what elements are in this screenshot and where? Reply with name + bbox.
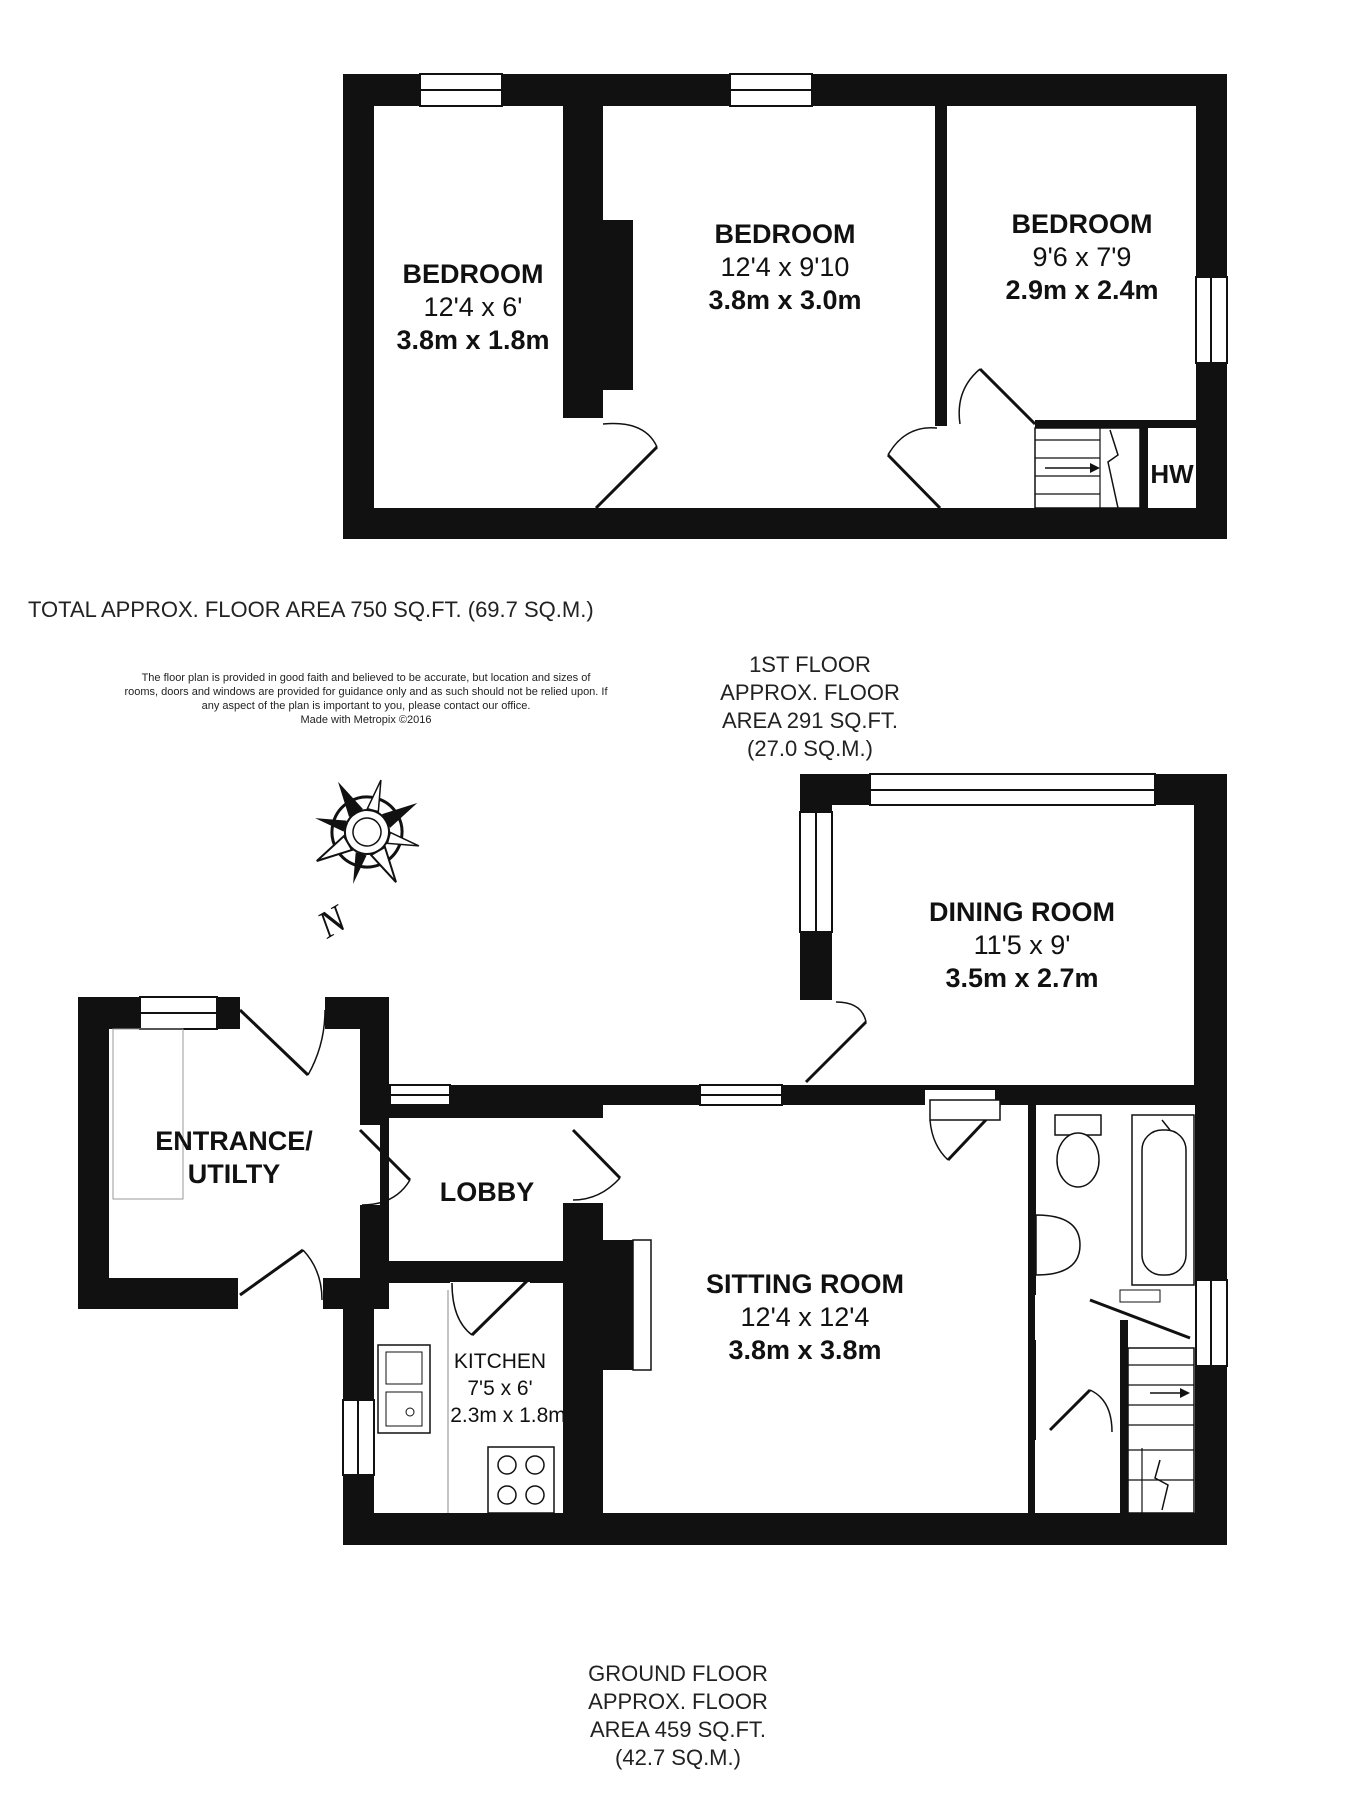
caption-line: AREA 459 SQ.FT. [590, 1717, 766, 1742]
caption-line: APPROX. FLOOR [720, 680, 900, 705]
lobby-interior [360, 1118, 603, 1261]
ground-floor-plan: DINING ROOM 11'5 x 9' 3.5m x 2.7m SITTIN… [78, 773, 1228, 1545]
lobby-label: LOBBY [440, 1177, 535, 1207]
hot-water-cupboard [1148, 428, 1196, 508]
room-size-metric: 2.3m x 1.8m [450, 1404, 566, 1427]
compass-north-label: N [310, 896, 356, 947]
bath-icon [1131, 1114, 1195, 1286]
room-name: KITCHEN [454, 1350, 546, 1373]
door-opening [800, 1000, 832, 1090]
sitting-room-interior [603, 1105, 1028, 1513]
chimney-breast [603, 1240, 633, 1370]
room-size-imperial: 7'5 x 6' [467, 1377, 532, 1400]
disclaimer-line: rooms, doors and windows are provided fo… [124, 686, 608, 698]
utility-counter [112, 1028, 184, 1200]
room-size-imperial: 12'4 x 12'4 [741, 1302, 870, 1332]
interior-wall [563, 106, 603, 418]
kitchen-label: KITCHEN 7'5 x 6' 2.3m x 1.8m [450, 1350, 566, 1427]
room-name: ENTRANCE/ [155, 1126, 313, 1156]
room-size-metric: 3.8m x 3.0m [708, 285, 861, 315]
entrance-label: ENTRANCE/ UTILTY [155, 1126, 313, 1189]
entrance-interior [109, 1029, 360, 1278]
bedroom-1-label: BEDROOM 12'4 x 6' 3.8m x 1.8m [396, 259, 549, 355]
total-area: TOTAL APPROX. FLOOR AREA 750 SQ.FT. (69.… [28, 597, 594, 622]
door-opening [350, 1125, 380, 1205]
room-name: SITTING ROOM [706, 1269, 904, 1299]
chimney-breast [603, 220, 633, 390]
compass-rose-icon [315, 779, 420, 884]
interior-wall [832, 1090, 1194, 1105]
caption-line: AREA 291 SQ.FT. [722, 708, 898, 733]
hearth [632, 1239, 652, 1371]
room-name: BEDROOM [403, 259, 544, 289]
room-name: UTILTY [188, 1159, 280, 1189]
room-size-metric: 3.8m x 3.8m [728, 1335, 881, 1365]
first-floor-plan: HW BEDROOM 12'4 x 6' 3.8m x 1.8m BEDROOM… [343, 73, 1228, 539]
disclaimer-line: The floor plan is provided in good faith… [142, 672, 592, 684]
interior-wall [360, 1275, 450, 1283]
bedroom-2-label: BEDROOM 12'4 x 9'10 3.8m x 3.0m [708, 219, 861, 315]
interior-wall [530, 1275, 570, 1283]
caption-line: APPROX. FLOOR [588, 1689, 768, 1714]
caption-line: GROUND FLOOR [588, 1661, 768, 1686]
room-name: BEDROOM [1012, 209, 1153, 239]
disclaimer-line: any aspect of the plan is important to y… [202, 700, 531, 712]
dining-room-label: DINING ROOM 11'5 x 9' 3.5m x 2.7m [929, 897, 1115, 993]
first-floor-caption: 1ST FLOOR APPROX. FLOOR AREA 291 SQ.FT. … [720, 652, 900, 761]
toilet-icon [1054, 1114, 1102, 1188]
interior-wall [1028, 1105, 1036, 1295]
staircase [1034, 427, 1141, 509]
room-size-metric: 3.5m x 2.7m [945, 963, 1098, 993]
room-size-imperial: 11'5 x 9' [974, 930, 1071, 960]
caption-line: (42.7 SQ.M.) [615, 1745, 741, 1770]
ground-floor-caption: GROUND FLOOR APPROX. FLOOR AREA 459 SQ.F… [588, 1661, 768, 1770]
hob-icon [487, 1446, 555, 1514]
basin-icon [1035, 1214, 1081, 1276]
interior-wall [1140, 428, 1148, 508]
room-name: DINING ROOM [929, 897, 1115, 927]
disclaimer: The floor plan is provided in good faith… [124, 672, 608, 726]
interior-wall [1035, 420, 1196, 428]
room-size-metric: 2.9m x 2.4m [1005, 275, 1158, 305]
sitting-room-label: SITTING ROOM 12'4 x 12'4 3.8m x 3.8m [706, 1269, 904, 1365]
dining-room-interior [832, 805, 1194, 1104]
room-size-imperial: 12'4 x 6' [424, 292, 523, 322]
hw-label: HW [1150, 459, 1194, 489]
chimney-breast [563, 1203, 603, 1513]
caption-line: (27.0 SQ.M.) [747, 736, 873, 761]
room-size-imperial: 12'4 x 9'10 [721, 252, 850, 282]
disclaimer-line: Made with Metropix ©2016 [300, 714, 431, 726]
caption-line: 1ST FLOOR [749, 652, 871, 677]
sink-icon [377, 1344, 431, 1434]
staircase [1127, 1347, 1195, 1514]
door-opening [238, 1278, 323, 1309]
room-size-imperial: 9'6 x 7'9 [1033, 242, 1132, 272]
interior-wall [1120, 1320, 1128, 1513]
bedroom-3-label: BEDROOM 9'6 x 7'9 2.9m x 2.4m [1005, 209, 1158, 305]
interior-wall [1028, 1340, 1036, 1440]
room-size-metric: 3.8m x 1.8m [396, 325, 549, 355]
interior-wall [935, 106, 947, 426]
room-name: BEDROOM [715, 219, 856, 249]
